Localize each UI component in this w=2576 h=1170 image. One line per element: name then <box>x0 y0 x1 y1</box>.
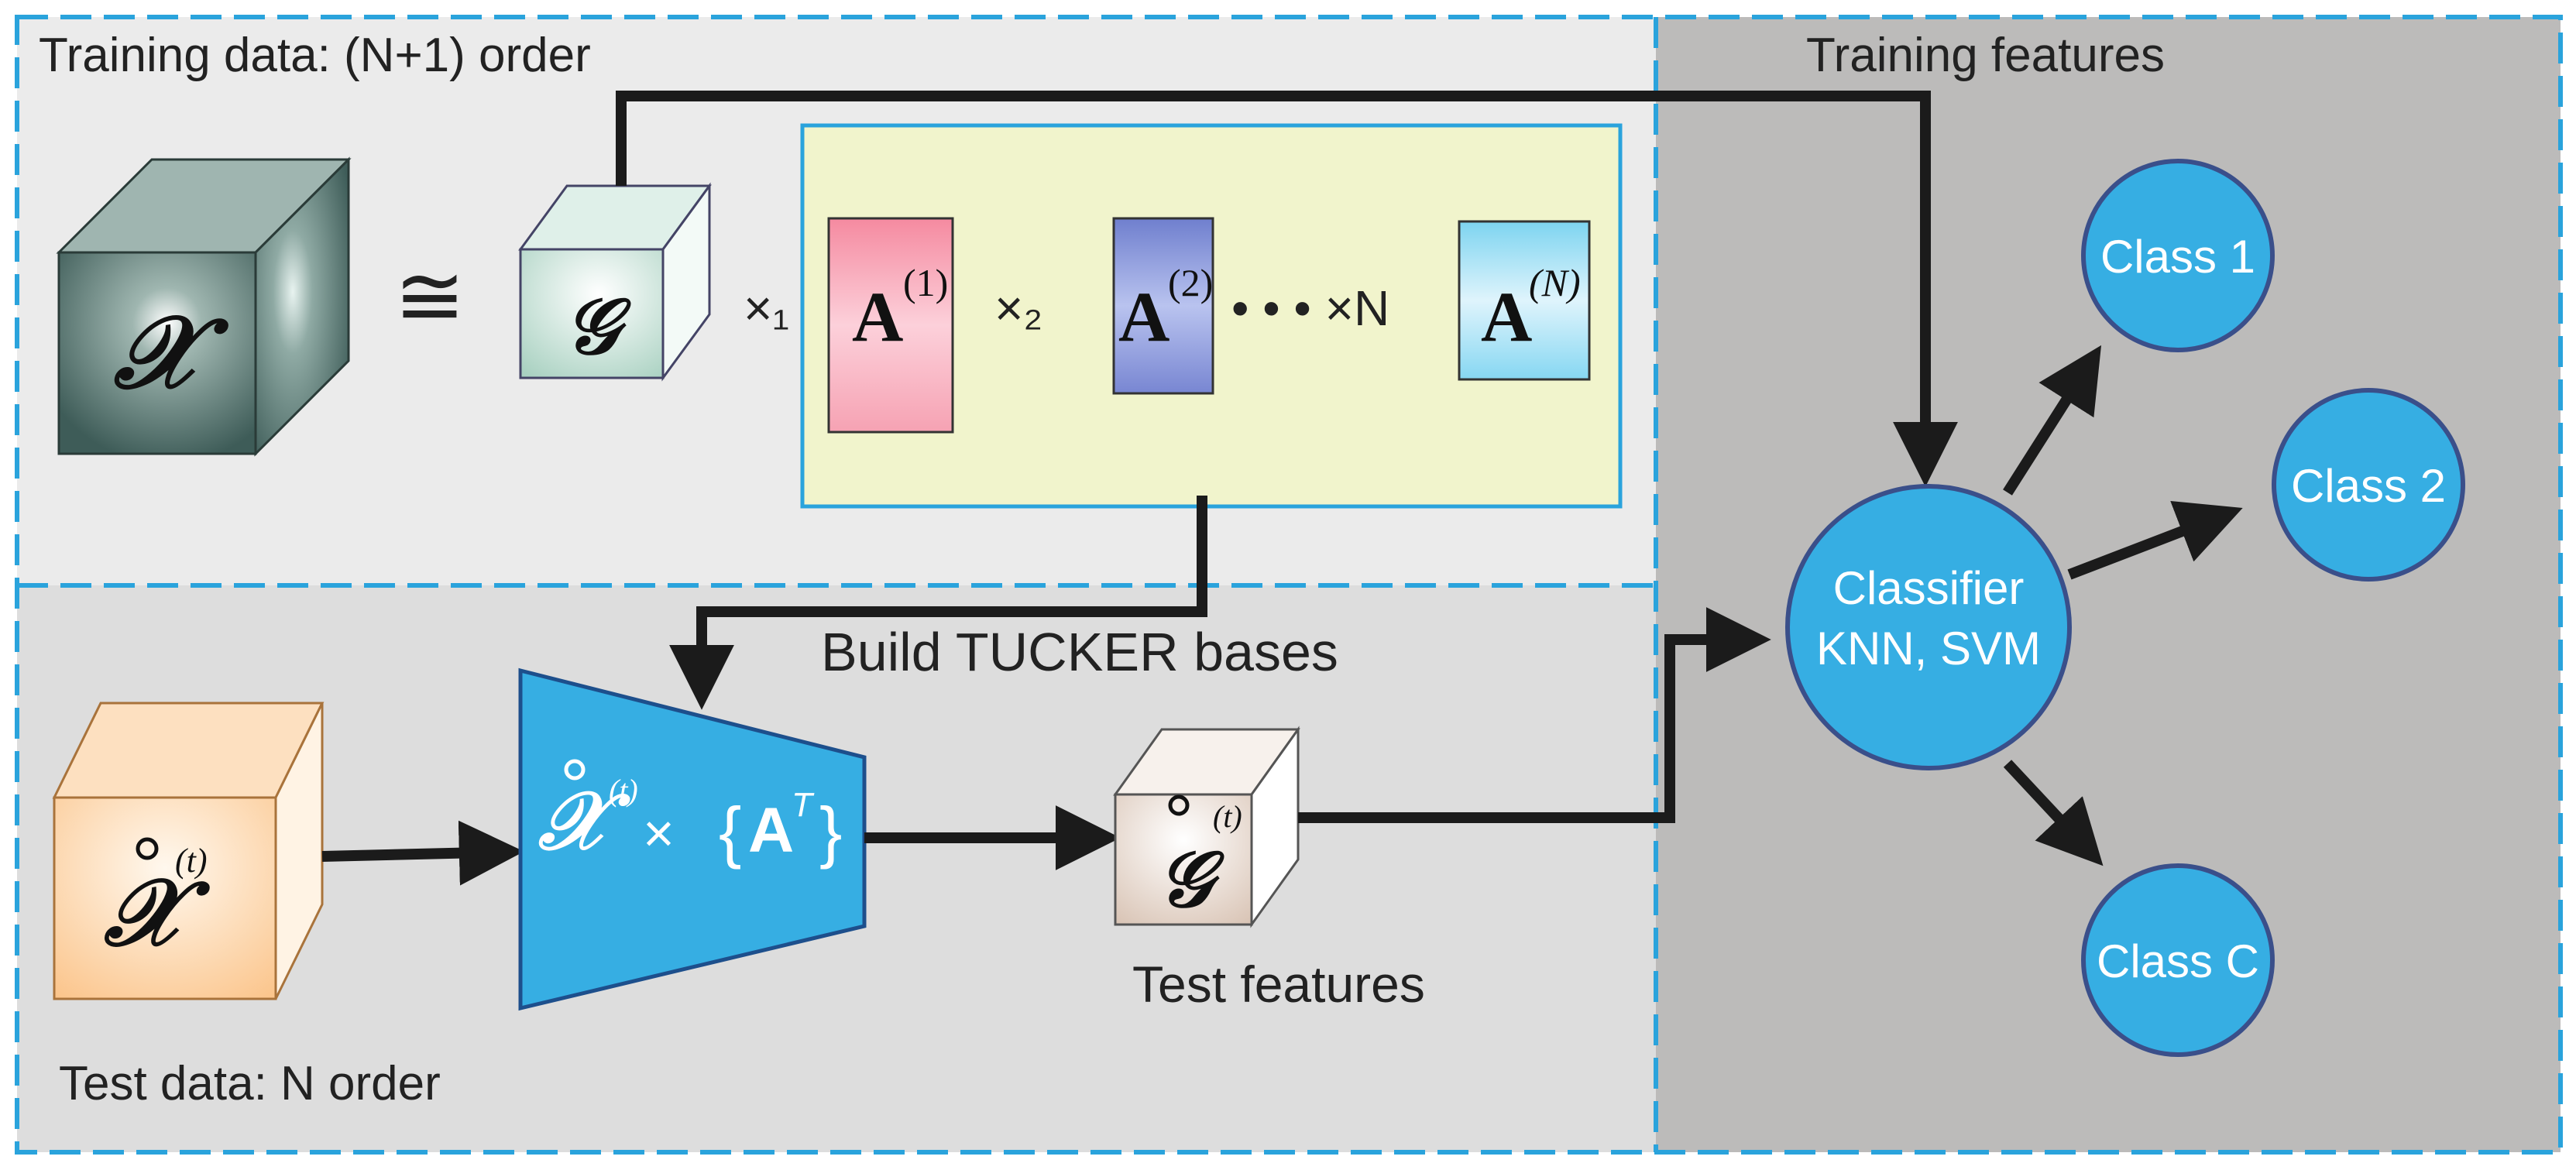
approx-symbol: ≅ <box>394 249 465 344</box>
projection-basis-superscript: T <box>792 786 815 824</box>
projection-brace-close: } <box>819 793 842 870</box>
test-features-label: Test features <box>1132 956 1425 1013</box>
projection-times: × <box>643 803 675 863</box>
training-data-label: Training data: (N+1) order <box>39 29 591 82</box>
mode-2-product: ×₂ <box>994 280 1042 336</box>
training-features-arrow <box>616 91 1958 487</box>
mode-1-product: ×₁ <box>744 280 789 336</box>
factor-matrix-2: A (2) <box>1112 217 1214 395</box>
factor-2-letter: A <box>1118 277 1170 356</box>
classifier-line-1: Classifier <box>1833 562 2025 614</box>
test-core-superscript: (t) <box>1213 799 1242 834</box>
projection-ring <box>564 759 586 781</box>
classifier-line-2: KNN, SVM <box>1816 623 2041 674</box>
class-2-label: Class 2 <box>2291 460 2446 512</box>
test-tensor-superscript: (t) <box>175 842 208 880</box>
factor-matrix-1: A (1) <box>827 217 954 434</box>
build-bases-arrow <box>669 496 1207 710</box>
mode-n-product: • • • ×N <box>1231 280 1389 336</box>
test-core-cube: 𝒢 (t) <box>1113 726 1300 928</box>
classifier-node: Classifier KNN, SVM <box>1785 484 2072 770</box>
build-bases-label: Build TUCKER bases <box>821 622 1338 682</box>
classifier-to-class-c-arrow <box>2003 760 2104 866</box>
projection-brace-open: { <box>719 793 741 870</box>
training-tensor-cube: 𝒳 <box>56 156 352 457</box>
class-1-label: Class 1 <box>2100 231 2255 283</box>
core-tensor-cube: 𝒢 <box>518 182 712 382</box>
class-c-node: Class C <box>2081 863 2275 1057</box>
test-to-projection-arrow <box>321 820 524 886</box>
test-tensor-ring <box>136 837 159 860</box>
class-1-node: Class 1 <box>2081 159 2275 352</box>
training-features-label: Training features <box>1806 29 2165 82</box>
classifier-to-class-2-arrow <box>2067 500 2243 580</box>
factor-2-superscript: (2) <box>1168 261 1213 304</box>
factor-n-superscript: (N) <box>1529 261 1581 304</box>
class-2-node: Class 2 <box>2272 388 2465 582</box>
projection-basis-letter: A <box>748 795 794 866</box>
projection-block: 𝒳 (t) × { A T } <box>518 667 867 1011</box>
test-data-label: Test data: N order <box>59 1057 441 1110</box>
class-c-label: Class C <box>2097 935 2259 987</box>
projection-superscript: (t) <box>609 773 638 808</box>
test-tensor-cube: 𝒳 (t) <box>52 702 325 1000</box>
classifier-to-class-1-arrow <box>2003 345 2102 496</box>
factor-n-letter: A <box>1481 277 1532 356</box>
factor-matrix-n: A (N) <box>1458 220 1591 381</box>
test-features-arrow <box>1298 607 1771 823</box>
test-core-ring <box>1168 794 1190 816</box>
factor-1-letter: A <box>852 277 903 356</box>
factor-1-superscript: (1) <box>903 261 948 304</box>
